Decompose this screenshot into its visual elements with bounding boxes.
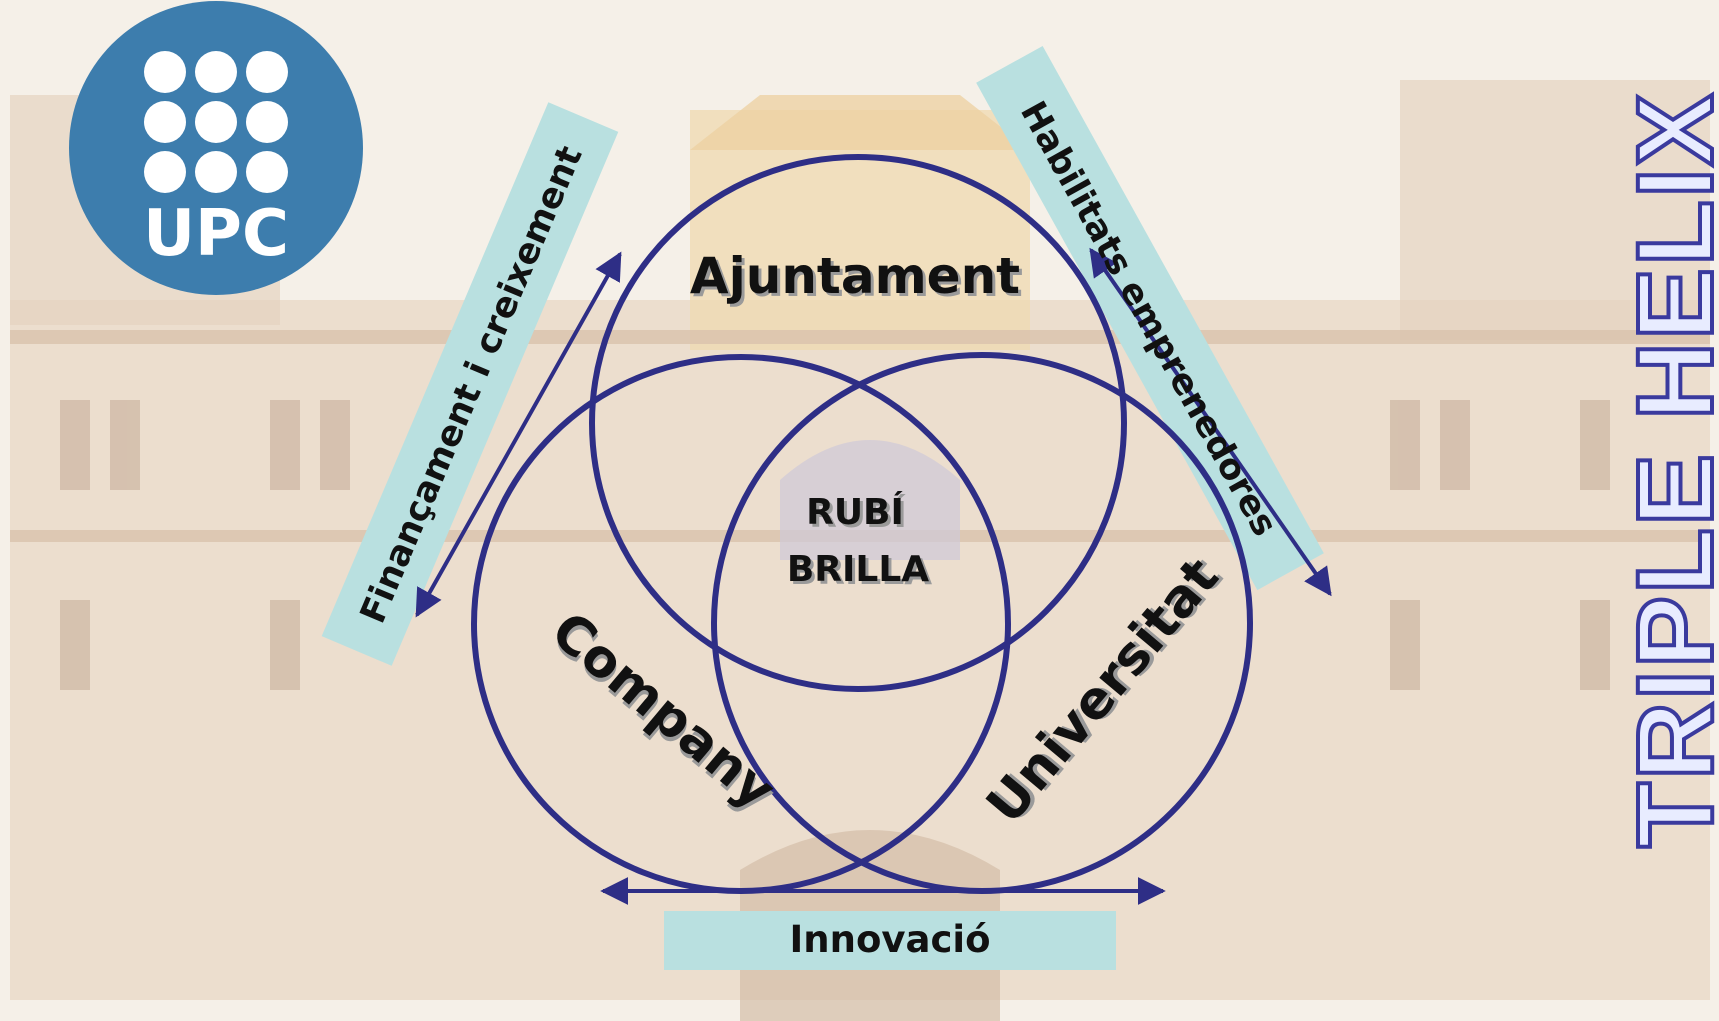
circle-company — [471, 354, 1011, 894]
logo-text: UPC — [143, 197, 289, 271]
label-innovacio: Innovació — [790, 918, 991, 961]
right-arrow — [1089, 247, 1332, 597]
circle-universitat — [711, 352, 1253, 894]
label-center-line2: BRILLA — [787, 549, 929, 590]
side-title: TRIPLE HELIX — [1612, 90, 1719, 850]
svg-text:Ajuntament: Ajuntament — [693, 250, 1023, 308]
venn-circles — [471, 154, 1253, 894]
link-arrows — [415, 247, 1332, 905]
label-center-line1: RUBÍ — [806, 491, 904, 533]
circle-ajuntament — [589, 154, 1127, 692]
logo-dots — [144, 51, 288, 193]
bottom-link-band — [664, 911, 1116, 970]
svg-text:RUBÍ: RUBÍ — [809, 494, 907, 536]
side-title-text: TRIPLE HELIX — [1614, 92, 1719, 848]
left-arrow — [415, 251, 622, 618]
upc-logo: UPC — [69, 1, 363, 295]
svg-text:BRILLA: BRILLA — [790, 552, 932, 593]
label-ajuntament: Ajuntament — [690, 247, 1020, 305]
logo-disc — [69, 1, 363, 295]
